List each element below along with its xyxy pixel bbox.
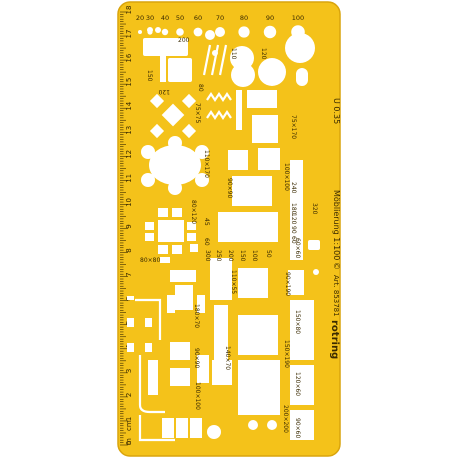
ruler-number: 12 [125, 150, 133, 159]
scale-label: Möblierung 1:100 [332, 190, 341, 260]
size-label-l75x75: 75×75 [194, 103, 201, 123]
size-label-l150x80: 150×80 [294, 310, 301, 334]
size-label-l110x55: 110×55 [230, 270, 237, 294]
circle-size-label: 50 [176, 14, 184, 22]
ruler-number: 11 [125, 174, 133, 183]
ruler-unit-m: m [125, 438, 133, 445]
size-label-l200x200: 200×200 [282, 405, 289, 433]
circle-cutout-80 [238, 26, 250, 38]
circle-cutout-20 [138, 30, 142, 34]
size-label-l240: 240 [290, 182, 297, 194]
size-label-l90x90: 90×90 [226, 178, 233, 198]
size-label-l90x90b: 90×90 [193, 348, 200, 368]
size-label-l100x100b: 100×100 [194, 382, 201, 410]
ruler-number: 7 [125, 272, 133, 276]
ruler-number: 1 [125, 417, 133, 421]
ruler-unit-cm: cm [125, 420, 133, 431]
copyright-label: © [332, 262, 341, 270]
size-label-l180x70: 180×70 [193, 304, 200, 328]
ruler-number: 3 [125, 369, 133, 373]
circle-size-label: 70 [216, 14, 224, 22]
ruler-number: 14 [125, 101, 133, 110]
size-label-l60b: 60 [203, 238, 210, 246]
circle-size-label: 20 [136, 14, 144, 22]
ruler-number: 0 [125, 441, 133, 445]
ruler-number: 13 [125, 126, 133, 135]
article-label: Art. 853781 [332, 275, 340, 317]
circle-size-label: 60 [194, 14, 202, 22]
size-label-l180: 180 [290, 203, 297, 215]
circle-cutout-50 [176, 28, 184, 36]
circle-size-label: 40 [161, 14, 169, 22]
size-label-l90x190: 90×190 [284, 272, 291, 296]
size-label-l140x70: 140×70 [224, 346, 231, 370]
plant-symbol-cutouts [202, 44, 232, 120]
size-label-l320: 320 [311, 203, 318, 215]
size-label-l110x170: 110×170 [203, 150, 210, 178]
circle-cutout-90 [263, 25, 277, 39]
size-label-l300: 300 [204, 250, 211, 262]
ruler-number: 18 [125, 6, 133, 15]
size-label-l120b: 120 [260, 48, 267, 60]
size-label-l120a: 120 [158, 88, 170, 95]
size-label-l150x190: 150×190 [283, 340, 290, 368]
size-label-l250: 250 [215, 250, 222, 262]
circle-cutout-60 [193, 27, 203, 37]
circle-size-label: 30 [146, 14, 154, 22]
size-label-l50: 50 [265, 250, 272, 258]
circle-size-label: 80 [240, 14, 248, 22]
product-info: Möblierung 1:100 U 0.35 Art. 853781 © ro… [329, 98, 341, 359]
size-label-l100x100: 100×100 [283, 163, 290, 191]
model-label: U 0.35 [332, 98, 341, 124]
circle-cutout-40 [161, 28, 169, 36]
size-label-l80x120: 80×120 [190, 200, 197, 224]
circle-cutout-70 [215, 27, 225, 37]
size-label-l45: 45 [203, 218, 210, 226]
size-label-l120c: 120 [290, 213, 297, 225]
size-label-l200: 200 [178, 37, 190, 44]
ruler-number: 8 [125, 248, 133, 252]
size-label-l90: 90 [290, 226, 297, 234]
size-label-l60: 60 [290, 236, 297, 244]
size-label-l90x60: 90×60 [294, 418, 301, 438]
ruler-number: 2 [125, 393, 133, 397]
size-label-l75x170: 75×170 [290, 115, 297, 139]
dining-set-cutouts [141, 27, 209, 263]
sofa-cutouts [127, 270, 221, 442]
ruler-number: 15 [125, 78, 133, 87]
circle-size-label: 90 [266, 14, 274, 22]
size-label-l200b: 200 [227, 250, 234, 262]
ruler-number: 10 [125, 198, 133, 207]
size-label-l100: 100 [251, 250, 258, 262]
size-label-l80: 80 [197, 84, 204, 92]
ruler-scale: 0123456789101112131415161718cmm [120, 6, 133, 446]
ruler-number: 16 [125, 53, 133, 62]
brand-logo: rotring [329, 320, 340, 359]
large-circle-cutouts [205, 30, 320, 275]
size-label-l150: 150 [146, 70, 153, 82]
size-label-l80x80: 80×80 [140, 257, 160, 264]
size-label-l150b: 150 [239, 250, 246, 262]
circle-size-label: 100 [292, 14, 304, 22]
storage-cutouts [210, 90, 314, 440]
size-label-l110: 110 [230, 48, 237, 60]
size-label-l60x60: 60×60 [294, 238, 301, 258]
ruler-number: 9 [125, 224, 133, 228]
size-labels: 200 150 120 80 110 120 75×75 75×170 110×170 100×1… [140, 37, 318, 438]
size-label-l120x60: 120×60 [294, 372, 301, 396]
ruler-number: 17 [125, 30, 133, 39]
